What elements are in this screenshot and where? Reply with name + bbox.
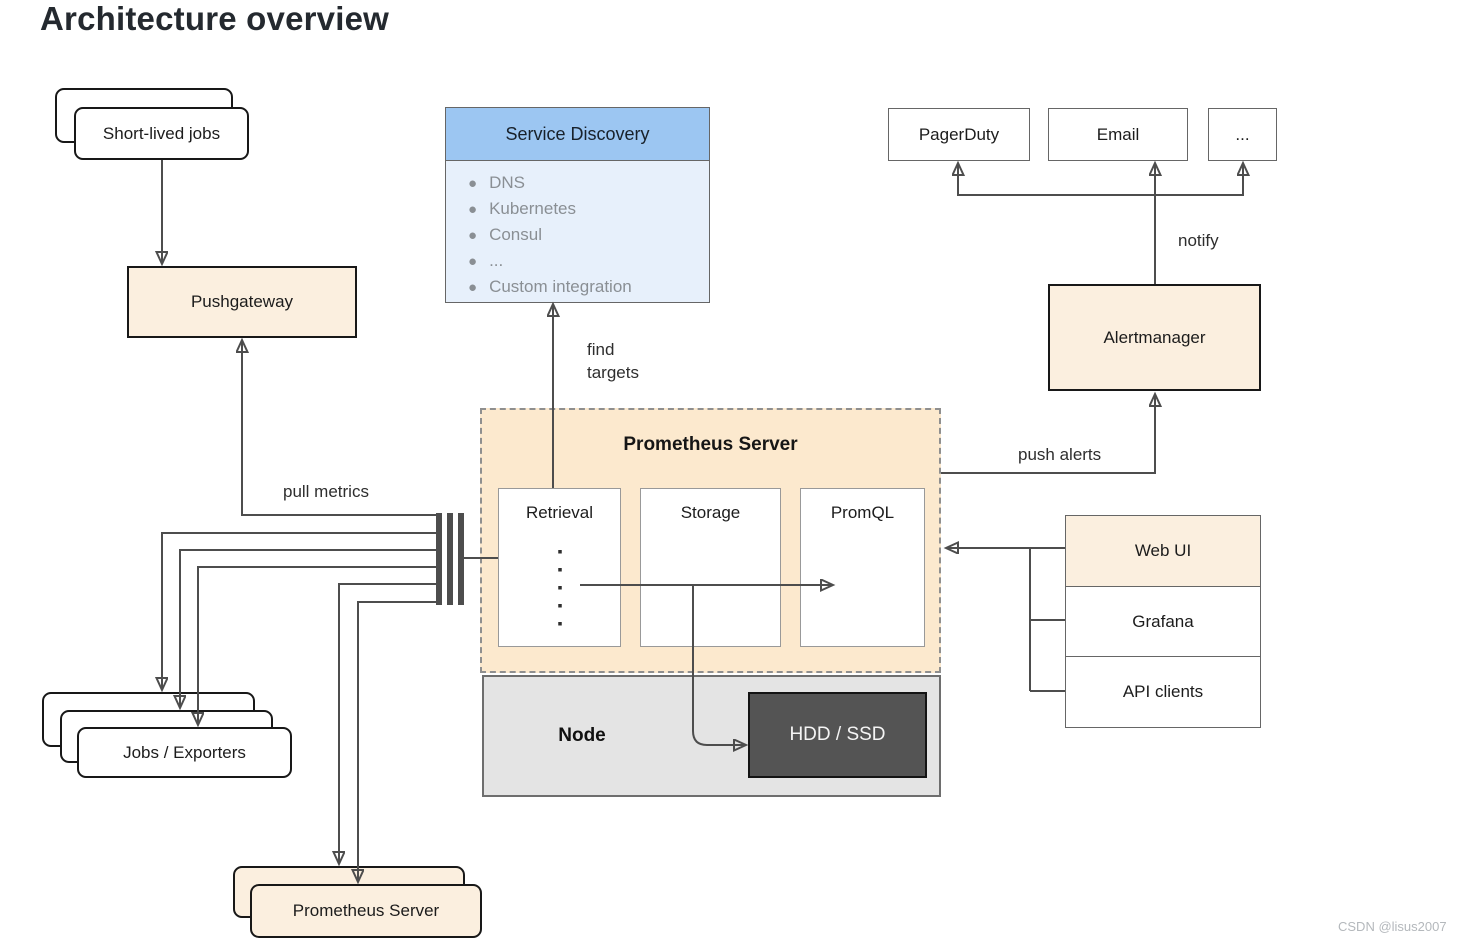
edge-pull-promstack-1 [339,583,437,864]
more-receivers-label: ... [1235,124,1250,144]
list-item: ●Custom integration [468,277,632,296]
pagerduty-label: PagerDuty [918,124,1000,144]
service-discovery-node: Service Discovery ●DNS ●Kubernetes ●Cons… [445,107,710,303]
jobs-exporters-node: Jobs / Exporters [77,727,292,778]
edge-label-find-targets: find targets [587,340,639,382]
prometheus-server-title: Prometheus Server [623,434,798,455]
web-ui-node: Web UI [1066,516,1260,587]
node-label: Node [558,725,606,746]
web-ui-label: Web UI [1134,540,1192,560]
list-item: ●DNS [468,173,525,192]
edge-label-pull-metrics: pull metrics [283,482,369,501]
retrieval-label: Retrieval [525,503,594,522]
list-item: ●Kubernetes [468,199,577,218]
alertmanager-node: Alertmanager [1048,284,1261,391]
edge-pull-promstack-2 [358,601,437,882]
bullet-icon: ● [468,252,478,270]
list-item: ●Consul [468,225,542,244]
bullet-icon: ● [468,174,478,192]
pushgateway-label: Pushgateway [190,292,294,311]
retrieval-node: Retrieval [498,488,621,647]
bullet-icon: ● [468,200,478,218]
email-label: Email [1096,124,1140,144]
prometheus-server-stack-node: Prometheus Server [250,884,482,938]
hdd-ssd-label: HDD / SSD [789,724,886,745]
promql-label: PromQL [830,503,895,522]
grafana-node: Grafana [1066,587,1260,658]
watermark: CSDN @lisus2007 [1338,919,1447,934]
service-discovery-title: Service Discovery [505,123,650,144]
service-discovery-list: ●DNS ●Kubernetes ●Consul ●... ●Custom in… [446,161,709,300]
comb-bar [436,513,442,605]
edge-label-notify: notify [1178,231,1219,250]
page-title: Architecture overview [40,0,390,37]
storage-node: Storage [640,488,781,647]
api-clients-node: API clients [1066,657,1260,727]
service-discovery-header: Service Discovery [446,108,709,161]
list-item: ●... [468,251,504,270]
edge-pull-jobs-2 [180,549,437,708]
more-receivers-node: ... [1208,108,1277,161]
hdd-ssd-node: HDD / SSD [748,692,927,778]
grafana-label: Grafana [1132,611,1194,631]
edge-notify-more [1155,163,1243,196]
edge-pull-jobs-1 [162,532,437,690]
short-lived-jobs-label: Short-lived jobs [102,123,221,143]
edge-notify-pagerduty [958,163,1155,196]
pagerduty-node: PagerDuty [888,108,1030,161]
comb-bar [447,513,453,605]
comb-bar [458,513,464,605]
email-node: Email [1048,108,1188,161]
api-clients-label: API clients [1122,682,1204,702]
pushgateway-node: Pushgateway [127,266,357,338]
bullet-icon: ● [468,226,478,244]
prometheus-server-stack-label: Prometheus Server [292,901,440,920]
storage-label: Storage [680,503,741,522]
clients-stack: Web UI Grafana API clients [1065,515,1261,728]
bullet-icon: ● [468,278,478,296]
short-lived-jobs-node: Short-lived jobs [74,107,249,160]
alertmanager-label: Alertmanager [1103,327,1206,347]
edge-label-push-alerts: push alerts [1018,445,1102,464]
jobs-exporters-label: Jobs / Exporters [123,742,246,762]
promql-node: PromQL [800,488,925,647]
